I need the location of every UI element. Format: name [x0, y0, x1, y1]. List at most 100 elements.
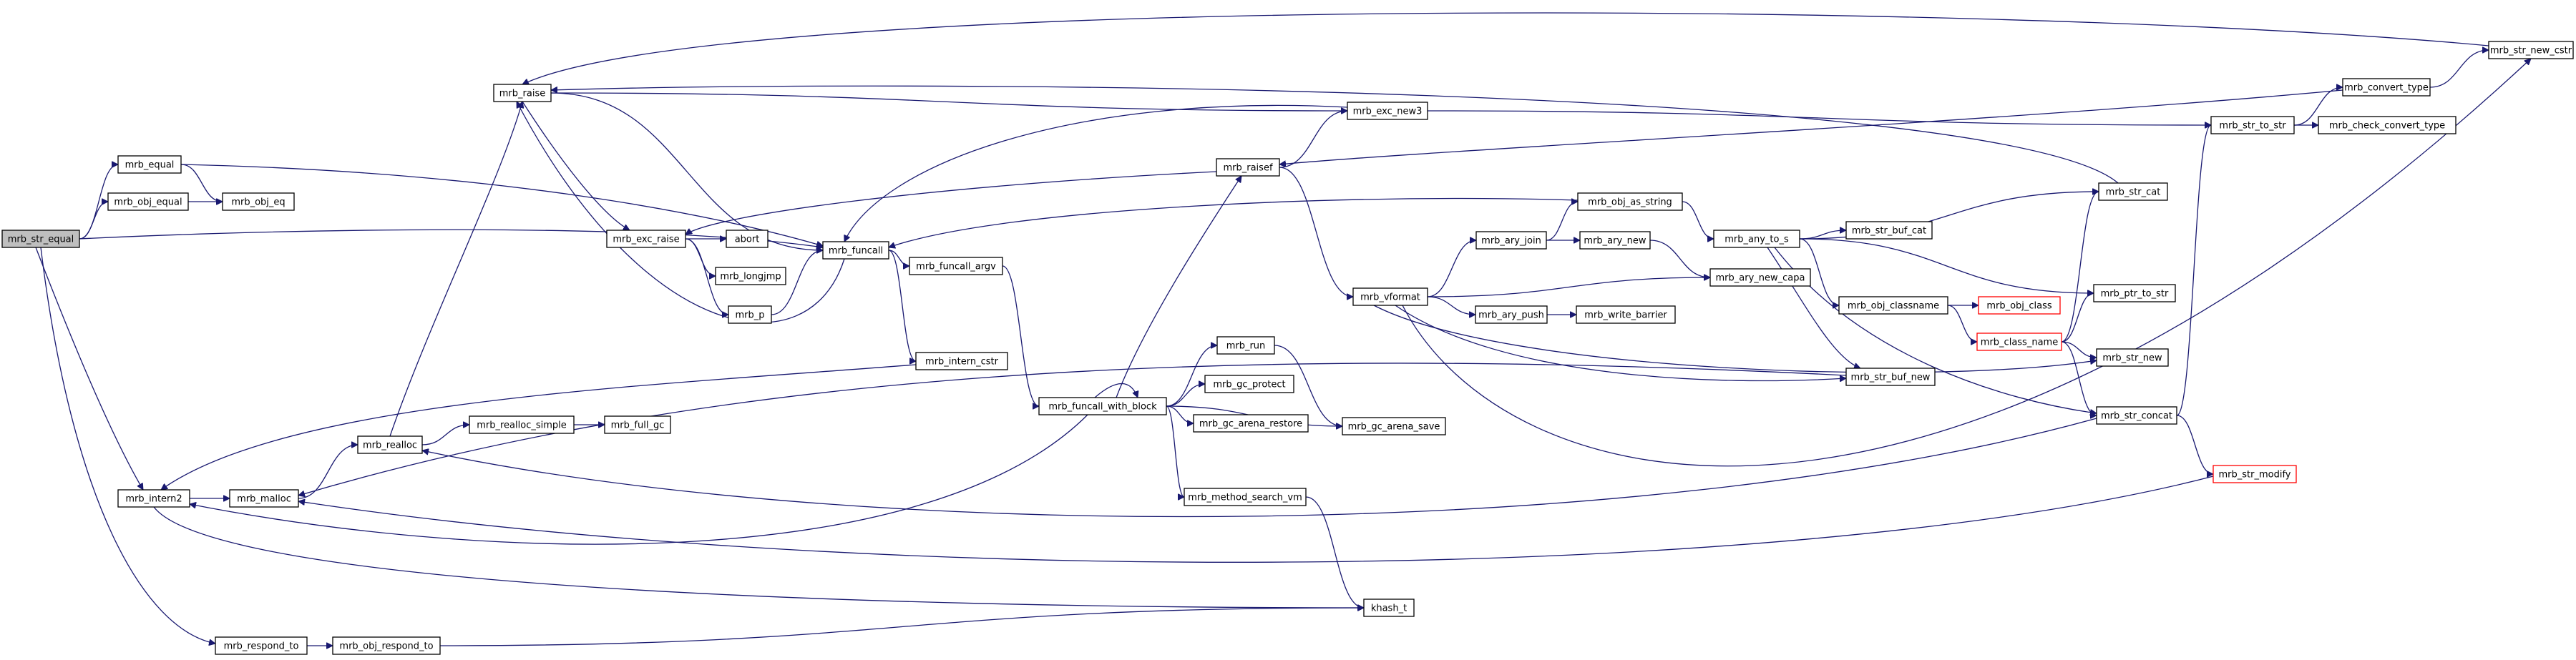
node-mrb-gc-arena-restore[interactable]: mrb_gc_arena_restore	[1193, 414, 1309, 433]
node-mrb-realloc[interactable]: mrb_realloc	[357, 435, 423, 454]
node-label: mrb_realloc	[363, 440, 417, 451]
node-mrb-exc-new3[interactable]: mrb_exc_new3	[1347, 102, 1428, 120]
node-mrb-check-convert-type[interactable]: mrb_check_convert_type	[2318, 116, 2457, 134]
node-mrb-funcall-argv[interactable]: mrb_funcall_argv	[909, 257, 1003, 275]
node-mrb-obj-class[interactable]: mrb_obj_class	[1978, 296, 2061, 315]
node-box	[1577, 192, 1683, 211]
node-box	[604, 415, 671, 434]
node-box	[1475, 305, 1548, 324]
node-mrb-ary-join[interactable]: mrb_ary_join	[1475, 231, 1547, 250]
node-mrb-raise[interactable]: mrb_raise	[493, 84, 552, 102]
node-mrb-str-to-str[interactable]: mrb_str_to_str	[2210, 116, 2295, 134]
node-mrb-str-buf-new[interactable]: mrb_str_buf_new	[1845, 368, 1936, 386]
edge-mrb-exc-new3-to-mrb-funcall	[844, 104, 1348, 242]
node-box	[1352, 287, 1428, 306]
node-mrb-any-to-s[interactable]: mrb_any_to_s	[1713, 230, 1800, 248]
node-mrb-gc-arena-save[interactable]: mrb_gc_arena_save	[1342, 417, 1446, 435]
node-mrb-str-modify[interactable]: mrb_str_modify	[2212, 465, 2297, 483]
edges-layer	[35, 12, 2531, 646]
edge-mrb-funcall-with-block-to-mrb-method-search-vm	[1166, 405, 1185, 497]
edge-mrb-ary-join-to-mrb-obj-as-string	[1546, 202, 1579, 241]
node-mrb-method-search-vm[interactable]: mrb_method_search_vm	[1184, 488, 1307, 506]
node-mrb-gc-protect[interactable]: mrb_gc_protect	[1204, 375, 1294, 393]
edge-mrb-str-concat-to-mrb-str-to-str	[2176, 125, 2212, 416]
node-label: mrb_str_modify	[2219, 470, 2291, 481]
node-mrb-respond-to[interactable]: mrb_respond_to	[215, 636, 308, 655]
edge-mrb-obj-as-string-to-mrb-any-to-s	[1682, 201, 1714, 239]
node-box	[469, 415, 575, 434]
edge-mrb-vformat-to-mrb-ary-push	[1427, 296, 1475, 315]
node-label: mrb_method_search_vm	[1188, 493, 1302, 503]
node-box	[1, 230, 80, 248]
node-khash-t[interactable]: khash_t	[1363, 599, 1415, 617]
node-label: mrb_ary_push	[1478, 310, 1544, 321]
node-mrb-raisef[interactable]: mrb_raisef	[1216, 158, 1280, 177]
node-mrb-realloc-simple[interactable]: mrb_realloc_simple	[469, 415, 575, 434]
node-mrb-malloc[interactable]: mrb_malloc	[229, 489, 299, 508]
node-box	[1579, 231, 1651, 250]
node-mrb-str-new[interactable]: mrb_str_new	[2096, 348, 2169, 367]
node-mrb-full-gc[interactable]: mrb_full_gc	[604, 415, 671, 434]
edge-mrb-any-to-s-to-mrb-obj-classname	[1799, 238, 1840, 305]
node-label: mrb_str_new	[2102, 353, 2162, 364]
node-mrb-longjmp[interactable]: mrb_longjmp	[715, 267, 786, 285]
node-box	[493, 84, 552, 102]
node-label: mrb_obj_as_string	[1588, 197, 1672, 208]
edge-mrb-intern2-to-khash-t	[153, 506, 1364, 608]
node-abort[interactable]: abort	[726, 230, 769, 248]
node-label: mrb_funcall_argv	[916, 262, 996, 272]
node-mrb-ary-new[interactable]: mrb_ary_new	[1579, 231, 1651, 250]
node-mrb-exc-raise[interactable]: mrb_exc_raise	[606, 230, 686, 248]
edge-mrb-any-to-s-to-mrb-str-concat	[1774, 247, 2097, 413]
edge-mrb-vformat-to-mrb-str-buf-new	[1395, 305, 1846, 381]
node-mrb-class-name[interactable]: mrb_class_name	[1976, 333, 2062, 351]
node-label: mrb_realloc_simple	[477, 420, 567, 431]
edge-mrb-convert-type-to-mrb-str-new-cstr	[2429, 50, 2489, 88]
node-label: mrb_class_name	[1981, 338, 2058, 348]
node-mrb-ptr-to-str[interactable]: mrb_ptr_to_str	[2093, 284, 2176, 302]
node-mrb-str-buf-cat[interactable]: mrb_str_buf_cat	[1845, 221, 1933, 240]
edge-mrb-raisef-to-mrb-exc-raise	[686, 171, 1217, 235]
node-box	[229, 489, 299, 508]
node-mrb-obj-eq[interactable]: mrb_obj_eq	[222, 192, 295, 211]
edge-mrb-raise-to-mrb-funcall	[550, 92, 823, 250]
node-mrb-run[interactable]: mrb_run	[1216, 336, 1275, 355]
node-mrb-obj-respond-to[interactable]: mrb_obj_respond_to	[332, 636, 441, 655]
node-mrb-str-equal[interactable]: mrb_str_equal	[1, 230, 80, 248]
node-mrb-obj-equal[interactable]: mrb_obj_equal	[107, 192, 189, 211]
node-mrb-ary-new-capa[interactable]: mrb_ary_new_capa	[1709, 268, 1811, 287]
node-label: mrb_str_cat	[2106, 187, 2161, 198]
node-label: mrb_full_gc	[611, 420, 665, 431]
node-mrb-vformat[interactable]: mrb_vformat	[1352, 287, 1428, 306]
node-mrb-intern2[interactable]: mrb_intern2	[117, 489, 190, 508]
edge-mrb-obj-classname-to-mrb-class-name	[1947, 305, 1978, 342]
node-mrb-funcall-with-block[interactable]: mrb_funcall_with_block	[1038, 397, 1167, 415]
edge-mrb-str-new-cstr-to-mrb-raise	[522, 12, 2489, 84]
node-label: mrb_equal	[125, 160, 175, 171]
node-mrb-equal[interactable]: mrb_equal	[117, 155, 182, 174]
node-mrb-funcall[interactable]: mrb_funcall	[822, 241, 889, 260]
node-mrb-obj-classname[interactable]: mrb_obj_classname	[1838, 296, 1948, 315]
node-mrb-obj-as-string[interactable]: mrb_obj_as_string	[1577, 192, 1683, 211]
node-label: mrb_obj_respond_to	[339, 641, 433, 652]
node-mrb-p[interactable]: mrb_p	[728, 305, 772, 324]
node-mrb-ary-push[interactable]: mrb_ary_push	[1475, 305, 1548, 324]
node-label: mrb_exc_new3	[1353, 107, 1423, 117]
node-mrb-str-new-cstr[interactable]: mrb_str_new_cstr	[2488, 41, 2574, 59]
edge-mrb-raise-to-mrb-exc-new3	[550, 92, 1347, 111]
node-mrb-str-concat[interactable]: mrb_str_concat	[2096, 406, 2177, 425]
edge-mrb-any-to-s-to-mrb-str-buf-new	[1767, 247, 1860, 368]
node-box	[2096, 406, 2177, 425]
node-mrb-convert-type[interactable]: mrb_convert_type	[2342, 78, 2431, 97]
node-mrb-intern-cstr[interactable]: mrb_intern_cstr	[915, 352, 1008, 370]
node-mrb-write-barrier[interactable]: mrb_write_barrier	[1576, 305, 1676, 324]
node-box	[606, 230, 686, 248]
node-box	[2212, 465, 2297, 483]
node-box	[2098, 182, 2168, 201]
node-box	[1342, 417, 1446, 435]
node-label: mrb_ary_new	[1584, 236, 1646, 247]
node-box	[1347, 102, 1428, 120]
node-box	[909, 257, 1003, 275]
node-mrb-str-cat[interactable]: mrb_str_cat	[2098, 182, 2168, 201]
